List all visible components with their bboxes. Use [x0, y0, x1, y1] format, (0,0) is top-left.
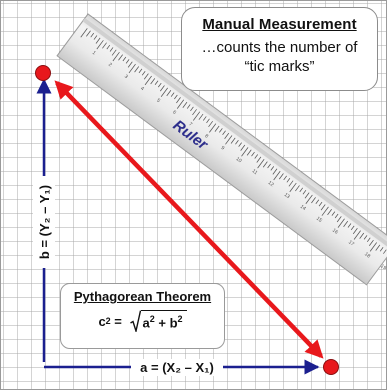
callout-description: …counts the number of “tic marks”: [201, 39, 358, 75]
ruler-minor-tick: [334, 213, 339, 219]
ruler-tick-number: 3: [123, 74, 129, 81]
ruler-major-tick: [369, 242, 378, 252]
callout-title: Manual Measurement: [202, 16, 357, 33]
ruler-minor-tick: [352, 228, 358, 235]
ruler-major-tick: [353, 230, 361, 240]
ruler-minor-tick: [118, 54, 123, 61]
ruler-minor-tick: [125, 59, 130, 64]
ruler-minor-tick: [109, 47, 114, 52]
ruler-tick-number: 2: [107, 62, 113, 69]
ruler-minor-tick: [90, 32, 95, 38]
vertical-label-bg: [33, 176, 55, 268]
ruler-major-tick: [128, 63, 136, 74]
formula-b: b: [169, 315, 178, 331]
manual-measurement-callout: Manual Measurement …counts the number of…: [181, 7, 378, 91]
ruler-minor-tick: [127, 61, 133, 68]
ruler-minor-tick: [138, 68, 143, 74]
ruler-minor-tick: [331, 211, 336, 216]
ruler-minor-tick: [366, 237, 371, 243]
ruler-minor-tick: [336, 216, 342, 223]
formula-equals: =: [110, 313, 126, 329]
formula-plus: +: [154, 315, 170, 331]
ruler-minor-tick: [106, 44, 111, 50]
ruler-tick-number: 18: [363, 251, 371, 259]
ruler-tick-number: 17: [347, 239, 355, 247]
ruler-minor-tick: [379, 247, 384, 252]
ruler-major-tick: [96, 40, 104, 50]
radicand: a2 + b2: [140, 310, 187, 332]
ruler-minor-tick: [359, 232, 365, 239]
square-root: a2 + b2: [129, 310, 187, 332]
ruler-minor-tick: [143, 73, 149, 80]
end-point: [323, 359, 339, 375]
ruler-major-tick: [80, 28, 88, 38]
start-point: [35, 65, 51, 81]
formula-c-exponent: 2: [105, 316, 111, 326]
ruler-minor-tick: [363, 235, 368, 240]
ruler-minor-tick: [141, 70, 146, 76]
ruler-tick-number: 19: [379, 263, 387, 271]
ruler-minor-tick: [383, 249, 387, 254]
horizontal-axis-label: a = (X₂ – X₁): [140, 360, 214, 375]
ruler-minor-tick: [375, 244, 381, 251]
ruler-minor-tick: [102, 42, 107, 49]
theorem-title: Pythagorean Theorem: [73, 289, 212, 304]
ruler-minor-tick: [134, 66, 140, 73]
ruler-minor-tick: [327, 208, 332, 216]
ruler-minor-tick: [347, 223, 352, 228]
horizontal-label-bg: [131, 359, 223, 376]
ruler-minor-tick: [122, 56, 127, 62]
ruler-minor-tick: [86, 30, 91, 37]
ruler-tick-number: 16: [331, 228, 339, 236]
ruler-minor-tick: [343, 220, 349, 227]
ruler-minor-tick: [350, 225, 355, 231]
formula-b-exponent: 2: [177, 314, 183, 324]
formula-a-exponent: 2: [149, 314, 155, 324]
ruler-minor-tick: [93, 35, 98, 40]
ruler-minor-tick: [368, 239, 374, 247]
ruler-tick-number: 1: [91, 50, 97, 57]
ruler-minor-tick: [95, 37, 101, 44]
ruler-minor-tick: [111, 49, 117, 56]
formula-a: a: [142, 315, 150, 331]
radical-sign-icon: [129, 310, 141, 332]
hypotenuse-arrow: [54, 80, 324, 359]
ruler-major-tick: [337, 218, 345, 228]
ruler-major-tick: [112, 51, 120, 62]
vertical-axis-label: b = (Y₂ – Y₁): [37, 185, 52, 259]
formula-c: c: [98, 313, 106, 329]
